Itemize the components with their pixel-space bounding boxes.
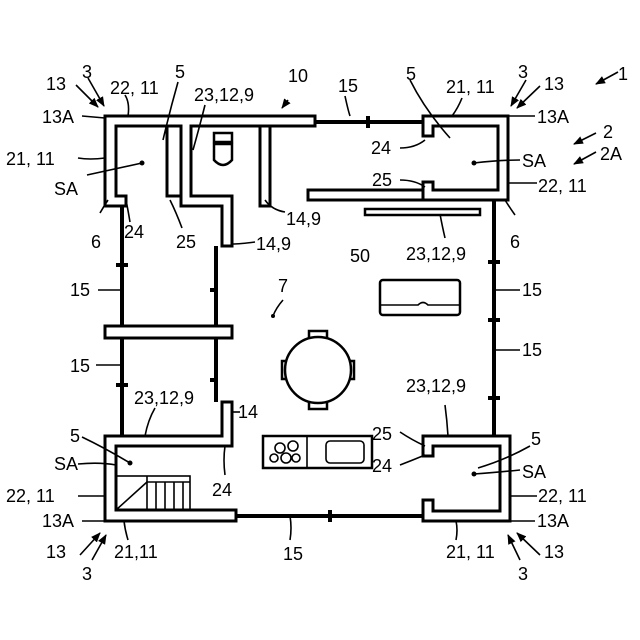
label-2: 2	[603, 122, 613, 142]
label-23-12-9-top: 23,12,9	[194, 85, 254, 105]
label-14: 14	[238, 402, 258, 422]
label-2a: 2A	[600, 144, 622, 164]
label-5-top-right: 5	[406, 64, 416, 84]
label-13a-bottom-left: 13A	[42, 511, 74, 531]
label-23-12-9-bottom-left: 23,12,9	[134, 388, 194, 408]
unit-wall-bottom-right	[423, 436, 510, 521]
label-15-bottom: 15	[283, 544, 303, 564]
label-13a-top-right: 13A	[537, 107, 569, 127]
label-22-11-bottom-left: 22, 11	[6, 486, 55, 506]
label-13-bottom-right: 13	[544, 542, 564, 562]
label-15-left-1: 15	[70, 280, 90, 300]
label-5-bottom-right: 5	[531, 429, 541, 449]
label-15-right-1: 15	[522, 280, 542, 300]
label-6-top-right: 6	[510, 232, 520, 252]
label-13-top-right: 13	[544, 74, 564, 94]
dining-table-icon	[282, 331, 354, 409]
reference-labels: 1 2 2A 10 13 3 13A 22, 11 5 23,12,9 21, …	[6, 62, 628, 584]
label-25-top-right: 25	[372, 170, 392, 190]
label-10: 10	[288, 66, 308, 86]
toilet-partition	[167, 126, 181, 196]
sofa-icon	[380, 280, 460, 315]
label-21-11-top-right: 21, 11	[446, 77, 495, 97]
label-15-top: 15	[338, 76, 358, 96]
label-22-11-bottom-right: 22, 11	[538, 486, 587, 506]
label-13-bottom-left: 13	[46, 542, 66, 562]
label-25-top-left: 25	[176, 232, 196, 252]
partition-14-9-top	[260, 126, 270, 206]
label-6-top-left: 6	[91, 232, 101, 252]
arrows	[76, 72, 618, 560]
label-23-12-9-bottom-right: 23,12,9	[406, 376, 466, 396]
label-24-top-left: 24	[124, 222, 144, 242]
label-13-top-left: 13	[46, 74, 66, 94]
label-3-top-left: 3	[82, 62, 92, 82]
label-7: 7	[278, 276, 288, 296]
label-14-9-a: 14,9	[286, 209, 321, 229]
kitchen-counter-icon	[263, 436, 372, 468]
label-5-top-left: 5	[175, 62, 185, 82]
stairs-icon	[116, 476, 190, 510]
label-22-11-top-left: 22, 11	[110, 78, 159, 98]
label-3-bottom-left: 3	[82, 564, 92, 584]
label-sa-bottom-right: SA	[522, 462, 546, 482]
label-sa-top-right: SA	[522, 151, 546, 171]
label-sa-top-left: SA	[54, 179, 78, 199]
label-3-bottom-right: 3	[518, 564, 528, 584]
label-15-left-2: 15	[70, 356, 90, 376]
label-21-11-bottom-left: 21,11	[114, 542, 158, 562]
leader-lines	[78, 80, 537, 540]
label-23-12-9-top-right: 23,12,9	[406, 244, 466, 264]
toilet-icon	[214, 133, 232, 165]
label-21-11-top-left: 21, 11	[6, 149, 55, 169]
label-sa-bottom-left: SA	[54, 454, 78, 474]
label-24-bottom-right: 24	[372, 456, 392, 476]
unit-wall-top-right	[423, 116, 508, 200]
label-3-top-right: 3	[518, 62, 528, 82]
label-50: 50	[350, 246, 370, 266]
label-21-11-bottom-right: 21, 11	[446, 542, 495, 562]
label-1: 1	[618, 64, 628, 84]
label-22-11-top-right: 22, 11	[538, 176, 587, 196]
label-15-right-2: 15	[522, 340, 542, 360]
label-14-9-b: 14,9	[256, 234, 291, 254]
label-5-bottom-left: 5	[70, 426, 80, 446]
shelf-50	[365, 209, 480, 215]
label-13a-top-left: 13A	[42, 107, 74, 127]
label-13a-bottom-right: 13A	[537, 511, 569, 531]
wall-under-top-right	[308, 190, 423, 200]
label-24-top-right: 24	[371, 138, 391, 158]
middle-wall	[105, 326, 232, 338]
label-24-bottom-left: 24	[212, 480, 232, 500]
label-25-bottom-right: 25	[372, 424, 392, 444]
